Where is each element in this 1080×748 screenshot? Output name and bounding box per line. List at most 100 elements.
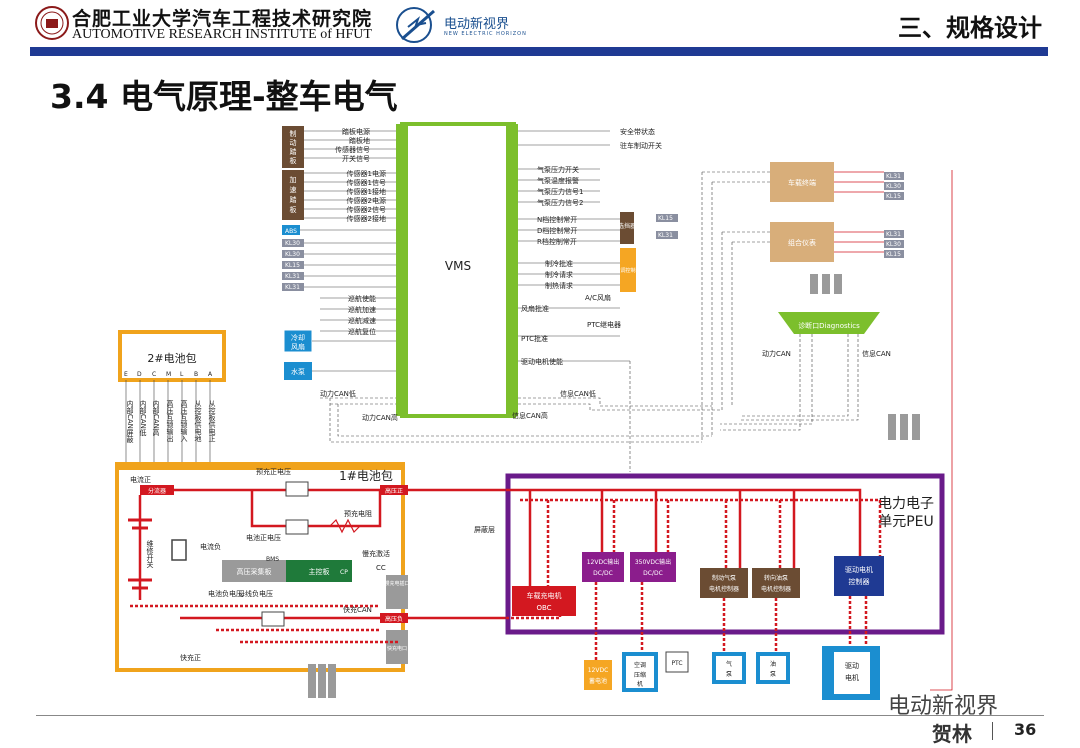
svg-text:PTC批准: PTC批准 [521, 334, 548, 343]
svg-text:C: C [152, 371, 156, 378]
svg-text:M: M [166, 371, 171, 378]
pack2-box [118, 330, 226, 382]
svg-text:动: 动 [290, 138, 297, 147]
svg-text:传感器1信号: 传感器1信号 [347, 178, 386, 187]
svg-text:KL30: KL30 [285, 251, 300, 258]
svg-text:母线负电压: 母线负电压 [238, 589, 273, 598]
svg-text:电流负: 电流负 [200, 542, 221, 551]
svg-text:电机控制器: 电机控制器 [709, 585, 739, 593]
svg-text:传感器信号: 传感器信号 [335, 145, 370, 154]
battery12-box [584, 660, 612, 690]
svg-text:空调: 空调 [634, 661, 646, 669]
ac-controller-box [620, 248, 636, 292]
accel-signals: 传感器1电源 传感器1信号 传感器1接地 传感器2电源 传感器2信号 传感器2接… [347, 169, 386, 223]
svg-text:2#电池包: 2#电池包 [147, 352, 196, 365]
svg-text:从控板供电地: 从控板供电地 [194, 400, 202, 442]
svg-text:传感器1电源: 传感器1电源 [347, 169, 386, 178]
svg-text:内部CAN低: 内部CAN低 [139, 399, 147, 437]
svg-text:快充电口: 快充电口 [387, 645, 407, 652]
svg-text:机: 机 [637, 680, 643, 688]
diag-port [778, 312, 880, 334]
svg-text:板: 板 [290, 156, 297, 165]
hv-neg-box [380, 613, 408, 623]
svg-text:制冷请求: 制冷请求 [545, 270, 573, 279]
shunt-box [140, 485, 174, 495]
svg-text:巡航加速: 巡航加速 [348, 305, 376, 314]
svg-text:信息CAN低: 信息CAN低 [560, 389, 596, 398]
svg-text:风扇: 风扇 [291, 342, 305, 351]
svg-text:慢充激活: 慢充激活 [362, 549, 390, 558]
svg-text:N档控制常开: N档控制常开 [537, 215, 577, 224]
svg-text:气泵压力信号2: 气泵压力信号2 [537, 198, 583, 207]
svg-text:开关信号: 开关信号 [342, 154, 370, 163]
svg-text:KL30: KL30 [886, 183, 901, 190]
svg-text:冷却: 冷却 [291, 333, 305, 342]
svg-text:KL30: KL30 [285, 240, 300, 247]
hv-pos-box [380, 485, 408, 495]
svg-text:B: B [194, 371, 198, 378]
svg-text:油: 油 [770, 660, 776, 668]
svg-text:车载终端: 车载终端 [788, 178, 816, 187]
svg-text:巡航减速: 巡航减速 [348, 316, 376, 325]
svg-text:传感器2信号: 传感器2信号 [347, 205, 386, 214]
svg-text:BMS: BMS [266, 556, 279, 563]
svg-text:高压负: 高压负 [385, 615, 403, 623]
svg-text:E: E [124, 371, 128, 378]
svg-text:D: D [137, 371, 142, 378]
svg-text:传感器1接地: 传感器1接地 [347, 187, 386, 196]
header-bar [30, 47, 1048, 56]
obc-box [512, 586, 576, 616]
svg-text:板: 板 [290, 205, 297, 214]
svg-text:预充正电压: 预充正电压 [256, 467, 291, 476]
svg-text:KL31: KL31 [285, 273, 300, 280]
svg-text:诊断口Diagnostics: 诊断口Diagnostics [798, 321, 860, 330]
svg-text:电力电子: 电力电子 [878, 496, 934, 512]
page-number: 36 [1014, 720, 1037, 739]
svg-text:制: 制 [290, 129, 297, 138]
svg-text:单元PEU: 单元PEU [878, 514, 934, 530]
svg-text:快充CAN: 快充CAN [343, 605, 372, 614]
university-logo [34, 5, 70, 45]
svg-text:D档控制常开: D档控制常开 [537, 226, 577, 235]
svg-text:分流器: 分流器 [148, 487, 166, 495]
svg-text:空调控制器: 空调控制器 [615, 267, 640, 274]
watermark: 电动新视界 [888, 694, 999, 719]
svg-text:电池正电压: 电池正电压 [246, 533, 281, 542]
page-title: 3.4 电气原理-整车电气 [50, 77, 398, 116]
svg-text:驱动: 驱动 [845, 661, 859, 670]
svg-text:OBC: OBC [536, 604, 551, 612]
steer-ctrl-box [752, 568, 800, 598]
svg-text:A: A [208, 371, 213, 378]
svg-text:电流正: 电流正 [130, 475, 151, 484]
svg-text:KL15: KL15 [658, 215, 673, 222]
svg-text:电机控制器: 电机控制器 [761, 585, 791, 593]
svg-text:踏: 踏 [290, 147, 297, 156]
svg-text:驻车制动开关: 驻车制动开关 [620, 141, 662, 150]
svg-text:泵: 泵 [726, 671, 732, 678]
svg-text:踏: 踏 [290, 195, 297, 204]
footer-line [36, 715, 1044, 716]
svg-text:从控板供电正: 从控板供电正 [208, 400, 216, 442]
svg-text:A/C风扇: A/C风扇 [585, 293, 611, 302]
svg-text:驱动电机: 驱动电机 [845, 565, 873, 574]
footer-author: 贺林 [932, 722, 972, 746]
brake-signals: 踏板电源 踏板地 传感器信号 开关信号 [335, 127, 370, 163]
svg-text:气泵压力开关: 气泵压力开关 [537, 165, 579, 174]
svg-text:高压采集板: 高压采集板 [237, 567, 272, 576]
svg-text:泵: 泵 [770, 671, 776, 678]
water-pump-box [284, 362, 312, 380]
ptc-box [665, 651, 689, 673]
svg-text:水泵: 水泵 [291, 367, 305, 376]
svg-text:屏蔽层: 屏蔽层 [474, 525, 495, 534]
svg-text:蓄电池: 蓄电池 [589, 677, 607, 685]
svg-text:制动气泵: 制动气泵 [712, 574, 736, 582]
svg-text:DC/DC: DC/DC [643, 570, 663, 577]
svg-text:气泵压力信号1: 气泵压力信号1 [537, 187, 583, 196]
abs-box [282, 225, 300, 235]
svg-text:气泵温度报警: 气泵温度报警 [537, 176, 579, 185]
university-name-en: AUTOMOTIVE RESEARCH INSTITUTE of HFUT [72, 27, 372, 42]
svg-text:控制器: 控制器 [849, 577, 870, 586]
svg-text:安全带状态: 安全带状态 [620, 127, 655, 136]
svg-text:电机: 电机 [845, 673, 859, 682]
